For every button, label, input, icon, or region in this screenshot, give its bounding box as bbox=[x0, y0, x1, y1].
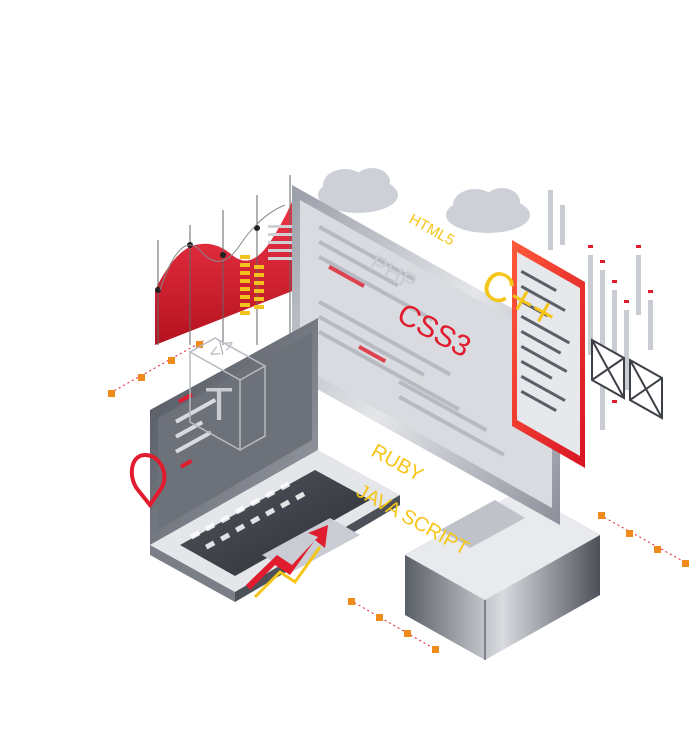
laptop bbox=[150, 318, 400, 602]
area-chart-panel bbox=[155, 175, 323, 345]
code-tag-label: </> bbox=[205, 333, 237, 363]
cloud-icon bbox=[446, 188, 530, 233]
trend-arrow-icon bbox=[246, 525, 328, 599]
cloud-icon bbox=[318, 168, 398, 213]
ruby-label: RUBY bbox=[368, 440, 427, 486]
typography-glyph: T bbox=[205, 378, 233, 430]
map-pin-icon bbox=[129, 452, 167, 509]
image-placeholder-icon bbox=[629, 358, 663, 420]
image-placeholder-icon bbox=[591, 338, 625, 400]
monitor bbox=[292, 185, 560, 525]
typography-icon bbox=[189, 337, 267, 452]
connector-dots bbox=[108, 339, 691, 653]
monitor-stand bbox=[405, 490, 600, 660]
phone-code-panel bbox=[512, 240, 585, 468]
